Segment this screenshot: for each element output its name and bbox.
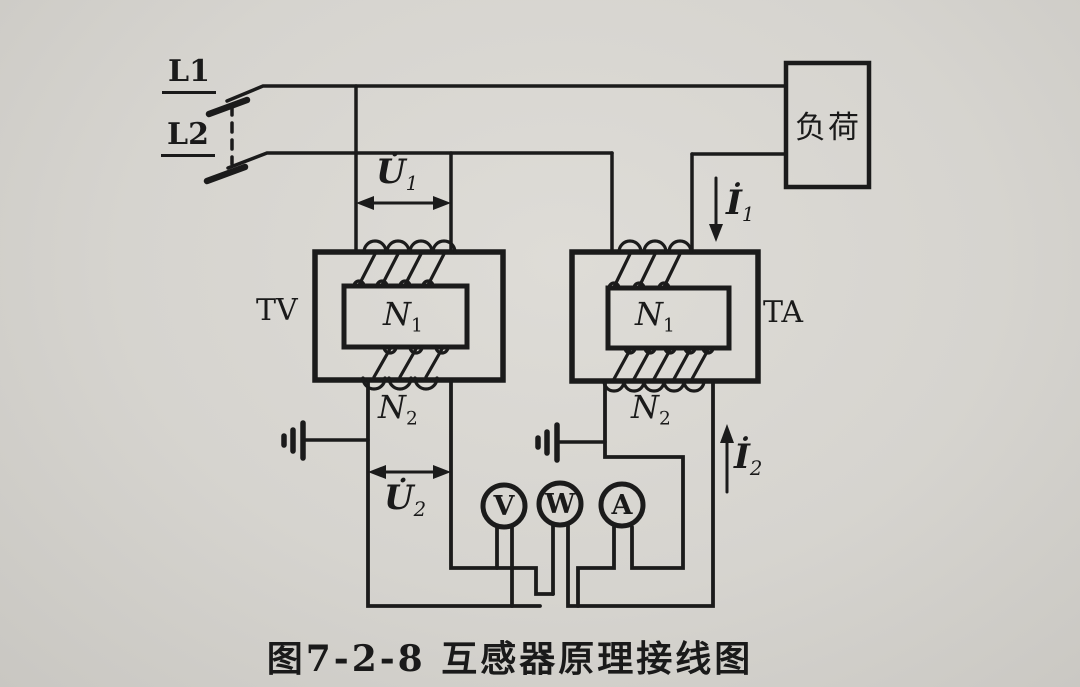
- tv-n2-sub: 2: [406, 408, 418, 430]
- tv-secondary-right-wire: [449, 378, 555, 596]
- ta-primary-turns-label: N1: [635, 298, 675, 336]
- ta-secondary-right-wire: [566, 381, 715, 608]
- u1-label: U̇1: [376, 155, 418, 194]
- i2-base: İ: [734, 437, 750, 477]
- load-box-label: 负荷: [795, 110, 861, 146]
- i1-arrow: [709, 176, 723, 242]
- u2-base: U̇: [384, 478, 414, 518]
- voltmeter-letter: V: [493, 490, 515, 522]
- ta-secondary-winding: [602, 346, 715, 393]
- ta-primary-winding: [607, 239, 693, 290]
- u1-arrow: [356, 196, 451, 210]
- i1-label: İ1: [726, 186, 754, 225]
- u1-base: U̇: [376, 152, 406, 192]
- ammeter-letter: A: [611, 489, 633, 521]
- voltmeter-circle: [480, 482, 528, 530]
- ta-label: TA: [763, 295, 804, 330]
- i2-sub: 2: [749, 456, 763, 480]
- l1-terminal-contact: [205, 96, 251, 118]
- u2-arrow: [368, 465, 451, 479]
- tv-secondary-left-wire: [366, 378, 542, 608]
- u2-sub: 2: [413, 497, 427, 521]
- tv-n1-base: N: [383, 295, 411, 333]
- ammeter-circle: [598, 481, 646, 529]
- u1-sub: 1: [405, 171, 419, 195]
- ta-n1-sub: 1: [663, 315, 675, 337]
- line-label-l1: L1: [162, 57, 216, 94]
- l1-wire: [225, 84, 788, 103]
- tv-primary-winding: [352, 239, 457, 288]
- wattmeter-circle: [536, 480, 584, 528]
- ta-n1-base: N: [635, 295, 663, 333]
- ammeter-branch-wire: [576, 525, 616, 608]
- l2-wire-left: [226, 151, 614, 170]
- tv-label: TV: [256, 293, 298, 328]
- tv-secondary-turns-label: N2: [378, 391, 418, 429]
- ta-n2-base: N: [631, 388, 659, 426]
- i1-base: İ: [726, 183, 742, 223]
- ta-secondary-turns-label: N2: [631, 391, 671, 429]
- ta-ground-symbol: [535, 422, 607, 463]
- i2-arrow: [720, 424, 734, 494]
- wattmeter-letter: W: [544, 488, 576, 520]
- tv-n1-sub: 1: [411, 315, 423, 337]
- tv-n2-base: N: [378, 388, 406, 426]
- load-box: [783, 60, 872, 190]
- tv-ground-symbol: [281, 420, 370, 461]
- tv-secondary-winding: [361, 345, 450, 391]
- ta-secondary-left-wire: [603, 381, 685, 570]
- ta-n2-sub: 2: [659, 408, 671, 430]
- figure-caption: 图7-2-8 互感器原理接线图: [266, 638, 754, 680]
- line-label-l2: L2: [161, 120, 215, 157]
- tv-primary-turns-label: N1: [383, 298, 423, 336]
- i2-label: İ2: [734, 440, 762, 479]
- i1-sub: 1: [741, 202, 755, 226]
- l2-terminal-contact: [203, 163, 249, 185]
- u2-label: U̇2: [384, 481, 426, 520]
